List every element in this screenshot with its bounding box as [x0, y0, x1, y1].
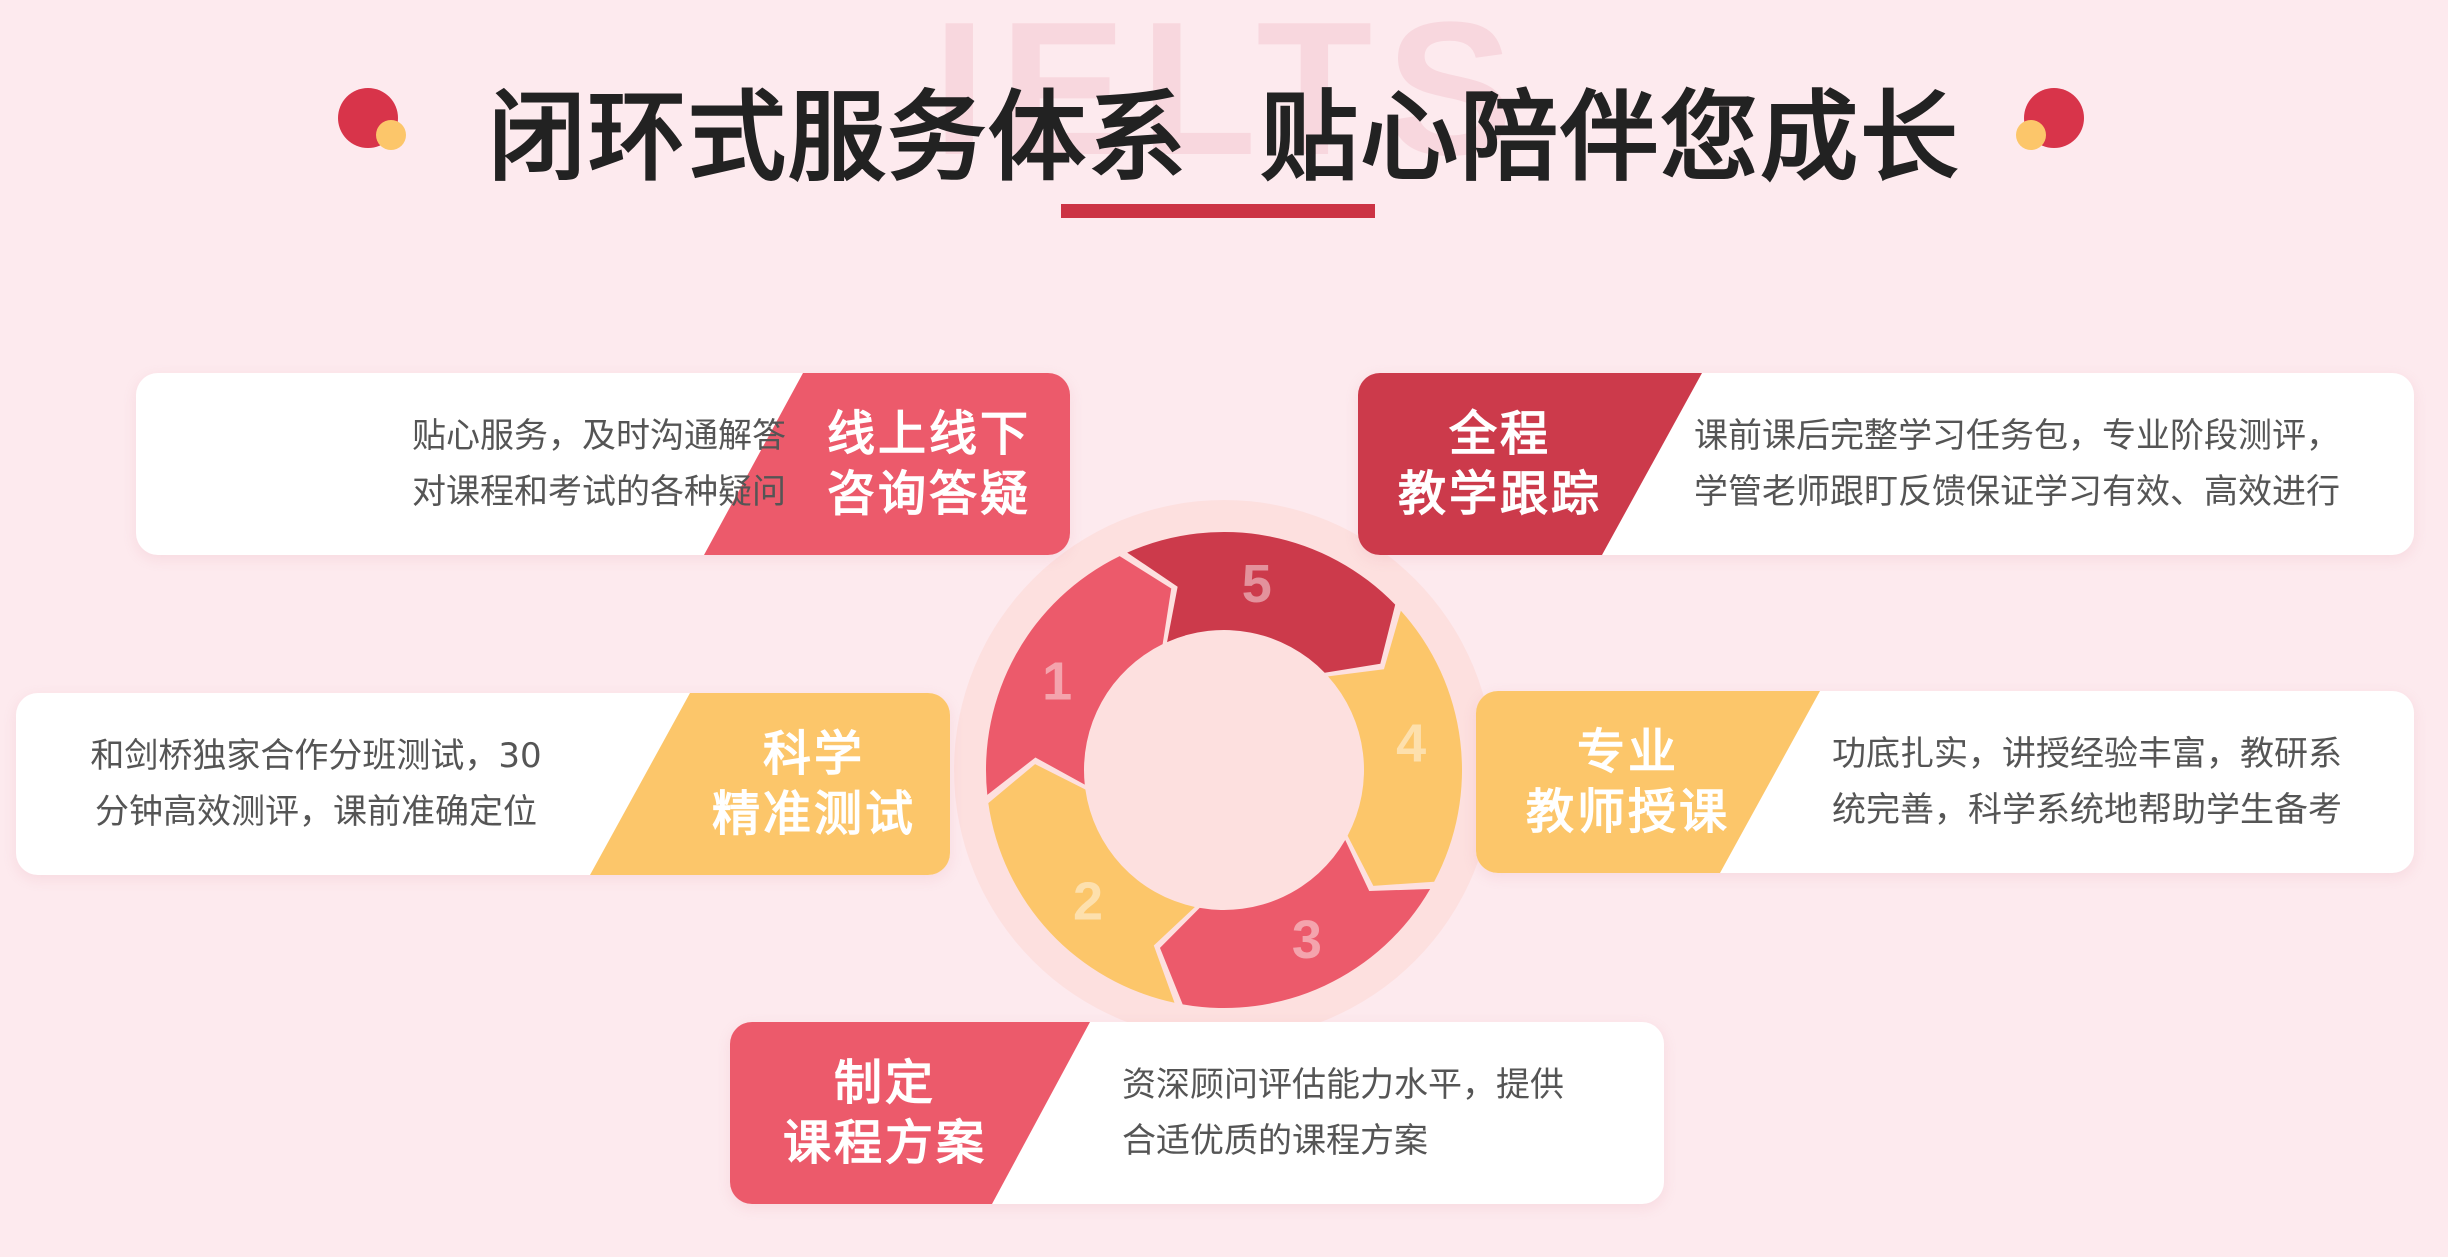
step-card-consult: 贴心服务，及时沟通解答 对课程和考试的各种疑问 线上线下 咨询答疑 [136, 373, 1070, 555]
cycle-number: 2 [1073, 871, 1103, 931]
desc-line: 合适优质的课程方案 [1122, 1121, 1428, 1161]
watermark-text: IELTS [932, 0, 1528, 195]
desc-line: 和剑桥独家合作分班测试，30 [90, 736, 542, 776]
title-underline [1061, 204, 1375, 218]
tag-shape [1358, 373, 1702, 555]
step-tag: 制定 课程方案 [750, 1022, 1020, 1204]
cycle-segment-5 [1127, 532, 1396, 673]
tag-line: 线上线下 [826, 406, 1031, 462]
step-description: 课前课后完整学习任务包，专业阶段测评， 学管老师跟盯反馈保证学习有效、高效进行 [1694, 373, 2394, 555]
step-description: 贴心服务，及时沟通解答 对课程和考试的各种疑问 [266, 373, 786, 555]
desc-line: 学管老师跟盯反馈保证学习有效、高效进行 [1694, 472, 2340, 512]
tag-line: 科学 [762, 726, 865, 782]
tag-line: 课程方案 [782, 1115, 987, 1171]
cycle-number: 4 [1396, 714, 1426, 774]
tag-line: 专业 [1576, 724, 1679, 780]
cycle-number: 5 [1242, 554, 1272, 614]
step-tag: 科学 精准测试 [656, 693, 950, 875]
desc-line: 分钟高效测评，课前准确定位 [95, 792, 537, 832]
cycle-segment-4 [1328, 610, 1462, 886]
tag-shape [704, 373, 1070, 555]
tag-line: 全程 [1448, 406, 1551, 462]
desc-line: 统完善，科学系统地帮助学生备考 [1832, 790, 2342, 830]
tag-line: 教师授课 [1525, 784, 1730, 840]
left-decor-dot-yellow [376, 120, 406, 150]
tag-line: 教学跟踪 [1397, 466, 1602, 522]
tag-line: 咨询答疑 [826, 466, 1031, 522]
step-tag: 全程 教学跟踪 [1368, 373, 1632, 555]
step-card-tracking: 全程 教学跟踪 课前课后完整学习任务包，专业阶段测评， 学管老师跟盯反馈保证学习… [1358, 373, 2414, 555]
step-card-testing: 和剑桥独家合作分班测试，30 分钟高效测评，课前准确定位 科学 精准测试 [16, 693, 950, 875]
desc-line: 资深顾问评估能力水平，提供 [1122, 1065, 1564, 1105]
tag-line: 制定 [833, 1055, 936, 1111]
desc-line: 功底扎实，讲授经验丰富，教研系 [1832, 734, 2342, 774]
desc-line: 贴心服务，及时沟通解答 [412, 416, 786, 456]
cycle-segment-2 [988, 764, 1195, 1003]
right-decor-dot-yellow [2016, 120, 2046, 150]
desc-line: 课前课后完整学习任务包，专业阶段测评， [1694, 416, 2340, 456]
cycle-segment-1 [986, 556, 1172, 795]
desc-line: 对课程和考试的各种疑问 [412, 472, 786, 512]
cycle-number: 1 [1042, 651, 1072, 711]
step-description: 资深顾问评估能力水平，提供 合适优质的课程方案 [1122, 1022, 1642, 1204]
tag-shape [1476, 691, 1820, 873]
step-tag: 线上线下 咨询答疑 [786, 373, 1070, 555]
step-card-planning: 制定 课程方案 资深顾问评估能力水平，提供 合适优质的课程方案 [730, 1022, 1664, 1204]
tag-line: 精准测试 [711, 786, 916, 842]
step-description: 和剑桥独家合作分班测试，30 分钟高效测评，课前准确定位 [56, 693, 576, 875]
tag-shape [590, 693, 950, 875]
tag-shape [730, 1022, 1090, 1204]
page-title: 闭环式服务体系 贴心陪伴您成长 [487, 81, 1961, 195]
cycle-segment-3 [1159, 840, 1431, 1008]
step-tag: 专业 教师授课 [1496, 691, 1760, 873]
step-card-teaching: 专业 教师授课 功底扎实，讲授经验丰富，教研系 统完善，科学系统地帮助学生备考 [1476, 691, 2414, 873]
cycle-number: 3 [1292, 910, 1322, 970]
step-description: 功底扎实，讲授经验丰富，教研系 统完善，科学系统地帮助学生备考 [1832, 691, 2392, 873]
